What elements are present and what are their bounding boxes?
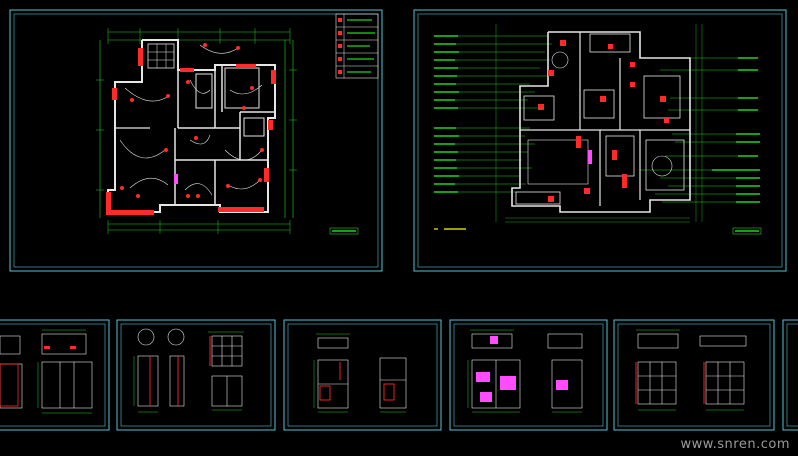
sheet-elevation-5 — [613, 319, 775, 431]
plan-walls — [511, 31, 691, 213]
electrical-points — [120, 43, 264, 198]
legend-table — [335, 13, 379, 79]
guide-lines — [495, 24, 703, 223]
watermark: www.snren.com — [680, 437, 790, 452]
sheet-elevation-3 — [283, 319, 442, 431]
light-fixtures — [538, 40, 669, 202]
plan-callout — [588, 150, 592, 164]
dimension-lines — [96, 28, 297, 234]
right-annotations — [640, 57, 760, 203]
window-markers — [106, 48, 276, 215]
sheet-electrical-plan — [9, 9, 383, 272]
sheet-elevation-6 — [782, 319, 798, 431]
plan-caption — [434, 227, 762, 235]
sheet-elevation-1 — [0, 319, 110, 431]
title-block — [329, 227, 359, 235]
sheet-lighting-plan — [413, 9, 787, 272]
circuit-lines — [119, 44, 263, 196]
left-annotations — [434, 35, 552, 193]
sheet-elevation-4 — [449, 319, 608, 431]
sheet-elevation-2 — [116, 319, 276, 431]
callout-marker — [174, 174, 178, 184]
